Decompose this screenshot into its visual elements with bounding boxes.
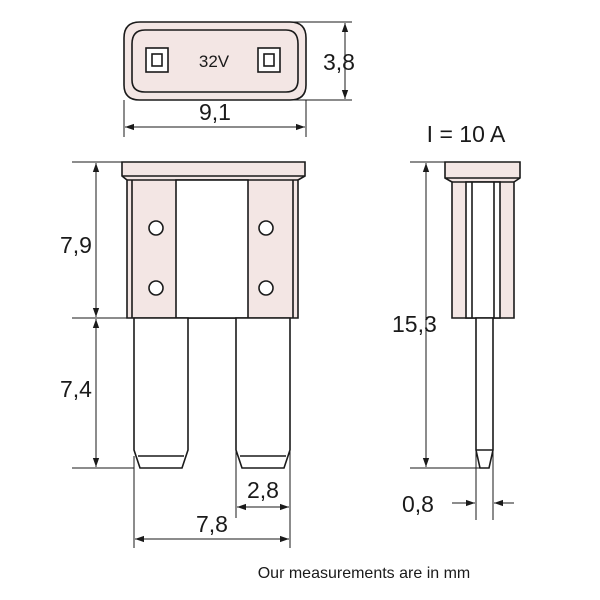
side-height-dimension <box>410 161 480 469</box>
top-width-label: 9,1 <box>199 99 231 125</box>
blade-width-label: 2,8 <box>247 477 279 503</box>
side-view <box>444 161 521 469</box>
units-footnote: Our measurements are in mm <box>258 565 471 582</box>
blade-thickness-dimension <box>452 450 514 520</box>
blade-height-dimension <box>72 319 134 469</box>
body-height-label: 7,9 <box>60 232 92 258</box>
top-view-inner-outline <box>131 29 299 93</box>
top-height-label: 3,8 <box>323 49 355 75</box>
body-height-dimension <box>72 161 127 319</box>
blade-span-label: 7,8 <box>196 511 228 537</box>
side-height-label: 15,3 <box>392 311 437 337</box>
side-blade <box>475 317 494 469</box>
top-height-dimension <box>290 21 352 101</box>
top-view-left-terminal-inner <box>151 53 163 67</box>
side-center-panel <box>465 181 501 319</box>
blade-thickness-label: 0,8 <box>402 491 434 517</box>
top-view-right-terminal <box>257 47 281 73</box>
top-view-right-terminal-inner <box>263 53 275 67</box>
blade-width-dimension <box>235 450 291 518</box>
front-right-blade <box>235 317 291 469</box>
blade-height-label: 7,4 <box>60 376 92 402</box>
front-center-window <box>175 179 249 319</box>
blade-span-dimension <box>133 456 291 548</box>
current-rating: I = 10 A <box>427 121 506 147</box>
front-view <box>121 161 306 469</box>
front-right-rivet-top <box>258 220 274 236</box>
front-right-rivet-bottom <box>258 280 274 296</box>
top-view-left-terminal <box>145 47 169 73</box>
front-left-blade <box>133 317 189 469</box>
voltage-label: 32V <box>199 52 230 71</box>
front-left-rivet-top <box>148 220 164 236</box>
top-width-dimension <box>123 100 307 137</box>
front-left-rivet-bottom <box>148 280 164 296</box>
